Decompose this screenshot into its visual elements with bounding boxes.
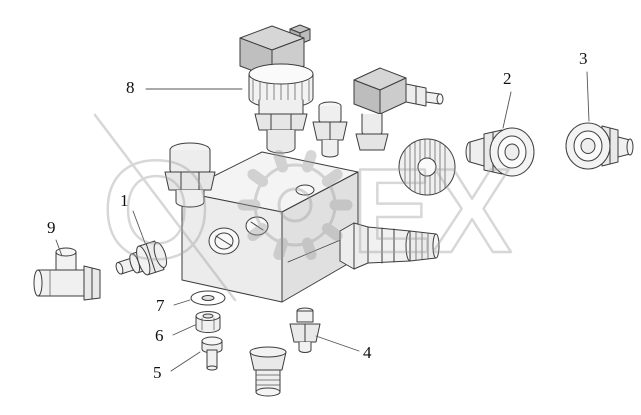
leader-2 bbox=[502, 91, 512, 129]
leader-6 bbox=[172, 324, 196, 336]
watermark-letter-o: O bbox=[102, 131, 211, 288]
cartridge-valve bbox=[339, 222, 440, 270]
solenoid-valve-top bbox=[239, 24, 314, 154]
fitting-4 bbox=[289, 307, 321, 353]
callout-6: 6 bbox=[155, 326, 164, 345]
cap-rib-lines bbox=[415, 231, 429, 261]
washer-7 bbox=[190, 290, 226, 306]
valve-assembly bbox=[33, 24, 634, 397]
callout-2: 2 bbox=[503, 69, 512, 88]
leader-4 bbox=[315, 335, 360, 352]
leader-5 bbox=[170, 351, 201, 372]
leader-lines bbox=[55, 71, 590, 372]
nut-6 bbox=[195, 311, 221, 333]
valve-block bbox=[181, 151, 359, 303]
callout-4: 4 bbox=[363, 343, 372, 362]
callout-7: 7 bbox=[156, 296, 165, 315]
callout-9: 9 bbox=[47, 218, 56, 237]
fitting-1 bbox=[115, 240, 168, 276]
callout-5: 5 bbox=[153, 363, 162, 382]
callout-3: 3 bbox=[579, 49, 588, 68]
leader-9 bbox=[55, 239, 63, 257]
watermark-slash bbox=[93, 113, 237, 302]
watermark-letter-x: X bbox=[432, 144, 512, 278]
solenoid-valve-right bbox=[353, 67, 444, 151]
tee-fitting-9 bbox=[33, 247, 101, 301]
leader-3 bbox=[586, 71, 590, 122]
gear-icon bbox=[237, 150, 353, 260]
callout-8: 8 bbox=[126, 78, 135, 97]
bolt-5 bbox=[201, 336, 223, 371]
watermark: O E X bbox=[93, 113, 513, 302]
leader-7 bbox=[173, 299, 191, 306]
adapter-fitting bbox=[249, 346, 287, 397]
leader-1 bbox=[132, 210, 146, 244]
fitting-3 bbox=[565, 122, 634, 170]
watermark-letter-e: E bbox=[352, 144, 432, 278]
callout-1: 1 bbox=[120, 191, 129, 210]
thread-lines bbox=[255, 374, 281, 386]
fitting-top-left bbox=[164, 142, 216, 208]
knob-knurl-lines bbox=[404, 138, 446, 196]
knob bbox=[398, 138, 456, 196]
fitting-2 bbox=[465, 127, 535, 177]
pilot-valve bbox=[312, 101, 348, 158]
